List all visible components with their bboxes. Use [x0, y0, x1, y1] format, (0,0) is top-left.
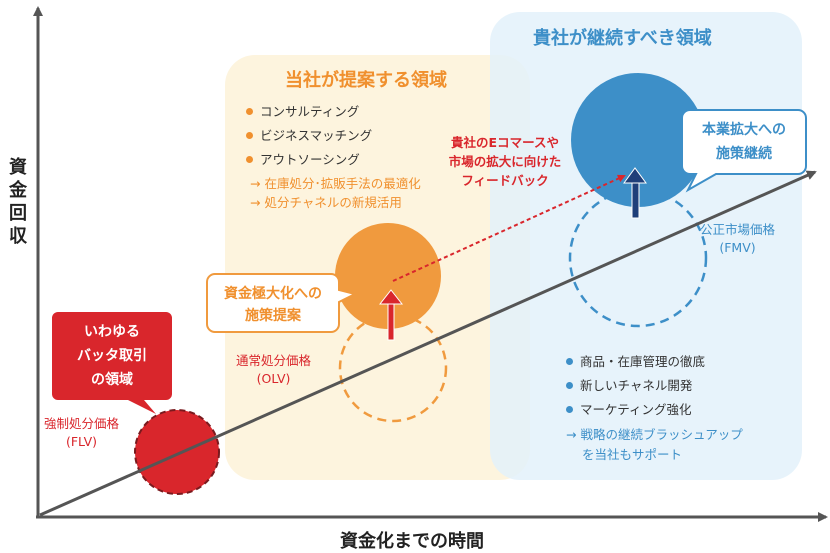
callout-expand-line: 施策継続: [716, 146, 772, 162]
yours-arrow-item: → 戦略の継続ブラッシュアップ: [566, 427, 743, 442]
bullet-dot: [246, 132, 253, 139]
list-item-label: アウトソーシング: [260, 152, 360, 167]
y-axis-char: 回: [9, 203, 27, 224]
callout-feedback-line: 市場の拡大に向けた: [448, 154, 562, 169]
callout-expand: 本業拡大への 施策継続: [682, 118, 806, 166]
list-item: 商品・在庫管理の徹底: [566, 350, 705, 374]
olv-up-arrow: [378, 289, 404, 341]
y-axis-label: 資 金 回 収: [6, 156, 30, 248]
list-item-label: 商品・在庫管理の徹底: [580, 354, 706, 369]
fmv-label-line: (FMV): [719, 240, 756, 255]
bullet-dot: [566, 358, 573, 365]
list-item: コンサルティング: [246, 100, 372, 124]
callout-expand-line: 本業拡大への: [702, 122, 786, 138]
list-item: マーケティング強化: [566, 398, 705, 422]
list-item-label: ビジネスマッチング: [260, 128, 373, 143]
bullet-dot: [566, 382, 573, 389]
ours-bullet-list: コンサルティング ビジネスマッチング アウトソーシング: [246, 100, 372, 172]
olv-label-line: 通常処分価格: [236, 353, 312, 368]
callout-batta-line: バッタ取引: [77, 348, 147, 364]
bullet-dot: [566, 406, 573, 413]
y-axis-char: 金: [9, 180, 27, 201]
y-axis-char: 資: [9, 157, 27, 178]
list-item-label: コンサルティング: [260, 104, 360, 119]
olv-label: 通常処分価格 (OLV): [236, 352, 311, 388]
ours-arrow-item: → 在庫処分･拡販手法の最適化: [250, 176, 421, 191]
flv-label-line: 強制処分価格: [44, 416, 120, 431]
list-item: アウトソーシング: [246, 148, 372, 172]
trend-arrow: [39, 170, 817, 517]
callout-feedback-line: 貴社のEコマースや: [451, 135, 559, 150]
callout-maximize-bubble: [206, 273, 358, 333]
callout-feedback-line: フィードバック: [461, 173, 549, 188]
fmv-circle: [571, 73, 705, 207]
yours-bullet-list: 商品・在庫管理の徹底 新しいチャネル開発 マーケティング強化: [566, 350, 705, 422]
bullet-dot: [246, 108, 253, 115]
flv-circle: [134, 409, 220, 495]
list-item-label: マーケティング強化: [580, 402, 692, 417]
list-item: ビジネスマッチング: [246, 124, 372, 148]
callout-batta-line: の領域: [91, 372, 133, 388]
callout-feedback: 貴社のEコマースや 市場の拡大に向けた フィードバック: [430, 133, 580, 190]
list-item-label: 新しいチャネル開発: [580, 378, 693, 393]
olv-label-line: (OLV): [256, 371, 291, 386]
list-item: 新しいチャネル開発: [566, 374, 705, 398]
x-axis-label: 資金化までの時間: [340, 531, 484, 552]
feedback-arrow: [392, 174, 626, 282]
fmv-label: 公正市場価格 (FMV): [700, 221, 775, 257]
bullet-dot: [246, 156, 253, 163]
flv-label: 強制処分価格 (FLV): [44, 415, 119, 451]
fmv-label-line: 公正市場価格: [700, 222, 776, 237]
fmv-up-arrow: [623, 167, 647, 219]
region-ours-title: 当社が提案する領域: [285, 70, 447, 91]
olv-dashed-circle: [338, 313, 448, 423]
flv-label-line: (FLV): [65, 434, 98, 449]
yours-arrow-item: を当社もサポート: [582, 447, 683, 462]
callout-maximize-line: 施策提案: [245, 308, 301, 324]
callout-batta-line: いわゆる: [84, 324, 140, 340]
olv-circle: [335, 223, 441, 329]
y-axis-char: 収: [9, 226, 27, 247]
callout-expand-bubble: [681, 109, 807, 193]
callout-maximize-line: 資金極大化への: [224, 286, 322, 302]
callout-batta-bubble: [52, 312, 172, 414]
region-yours-title: 貴社が継続すべき領域: [533, 28, 712, 49]
ours-arrow-item: → 処分チャネルの新規活用: [250, 195, 402, 210]
callout-batta: いわゆる バッタ取引 の領域: [46, 320, 178, 392]
callout-maximize: 資金極大化への 施策提案: [207, 283, 339, 327]
